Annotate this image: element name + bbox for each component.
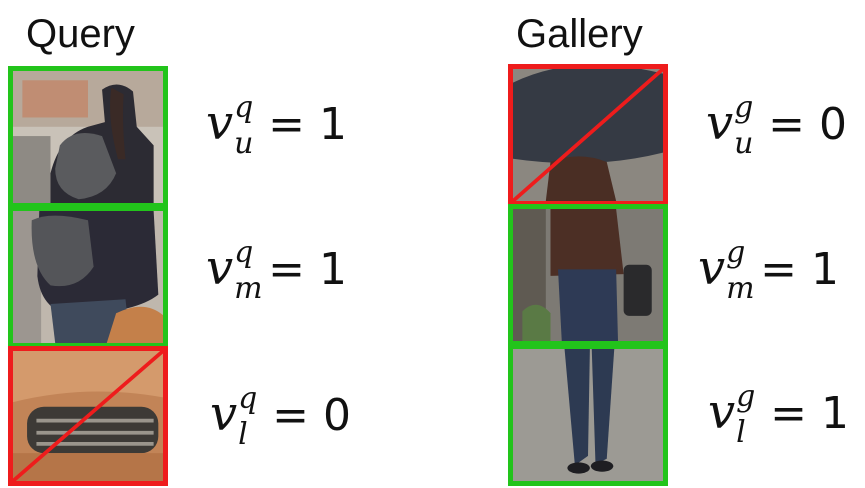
visibility-symbol: v — [206, 95, 234, 151]
visibility-symbol: v — [708, 384, 736, 440]
gallery-middle-image — [513, 209, 663, 341]
visibility-symbol: v — [706, 95, 734, 151]
eq-value: 1 — [318, 99, 347, 150]
visibility-symbol: v — [698, 240, 726, 296]
eq-superscript: q — [234, 90, 254, 125]
query-middle-image — [13, 211, 163, 343]
gallery-upper-image — [513, 69, 663, 201]
visibility-symbol: v — [210, 386, 238, 442]
eq-value: 1 — [820, 388, 849, 439]
gallery-lower-panel — [508, 344, 668, 486]
eq-superscript: g — [734, 90, 754, 125]
eq-value: 0 — [818, 99, 847, 150]
eq-subscript: l — [736, 415, 746, 450]
gallery-upper-panel — [508, 64, 668, 206]
eq-subscript: u — [234, 126, 254, 161]
query-upper-panel — [8, 66, 168, 208]
eq-subscript: m — [726, 271, 755, 306]
query-middle-panel — [8, 206, 168, 348]
eq-value: 1 — [810, 244, 839, 295]
gallery-lower-image — [513, 349, 663, 481]
eq-superscript: g — [736, 379, 756, 414]
query-upper-image — [13, 71, 163, 203]
gallery-middle-panel — [508, 204, 668, 346]
query-lower-panel — [8, 346, 168, 486]
eq-superscript: q — [238, 381, 258, 416]
eq-value: 1 — [318, 244, 347, 295]
eq-subscript: l — [238, 417, 248, 452]
eq-subscript: u — [734, 126, 754, 161]
eq-value: 0 — [322, 390, 351, 441]
query-lower-image — [13, 351, 163, 481]
visibility-symbol: v — [206, 240, 234, 296]
eq-superscript: q — [234, 235, 254, 270]
gallery-title: Gallery — [516, 12, 643, 56]
eq-superscript: g — [726, 235, 746, 270]
query-title: Query — [26, 12, 135, 56]
eq-subscript: m — [234, 271, 263, 306]
